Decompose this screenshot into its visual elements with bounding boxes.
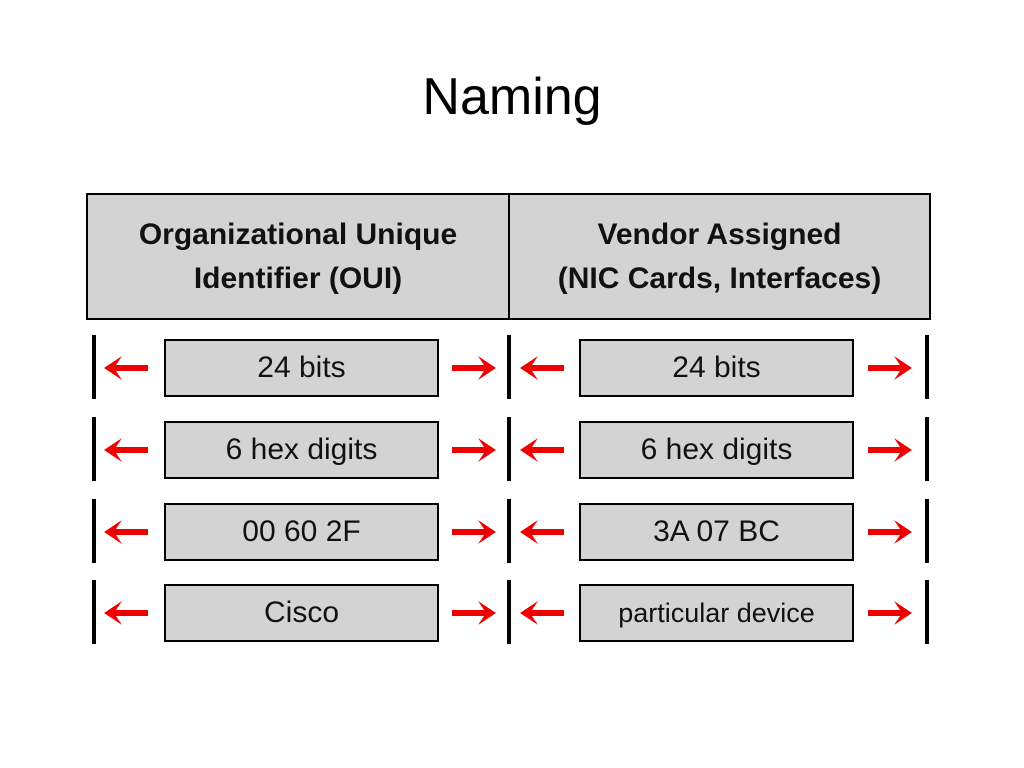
center-divider-bar [507,580,511,644]
right-boundary-bar [925,499,929,563]
mac-row: Cisco particular device [0,580,1024,644]
arrow-left-icon [516,353,566,383]
arrow-right-icon [866,517,916,547]
center-divider-bar [507,499,511,563]
mac-row: 6 hex digits 6 hex digits [0,417,1024,481]
arrow-right-icon [866,598,916,628]
oui-header-line2: Identifier (OUI) [193,261,403,295]
arrow-left-icon [100,598,150,628]
arrow-right-icon [866,435,916,465]
oui-cell: 00 60 2F [164,503,439,561]
arrow-right-icon [866,353,916,383]
arrow-left-icon [100,353,150,383]
oui-header: Organizational Unique Identifier (OUI) [86,193,510,320]
vendor-cell: 3A 07 BC [579,503,854,561]
vendor-cell: particular device [579,584,854,642]
slide-title: Naming [422,68,602,126]
oui-cell: Cisco [164,584,439,642]
vendor-cell: 6 hex digits [579,421,854,479]
oui-cell: 6 hex digits [164,421,439,479]
arrow-left-icon [516,435,566,465]
left-boundary-bar [92,417,96,481]
center-divider-bar [507,417,511,481]
oui-header-line1: Organizational Unique [138,217,458,251]
left-boundary-bar [92,580,96,644]
arrow-left-icon [100,517,150,547]
arrow-right-icon [450,598,500,628]
vendor-header-line2: (NIC Cards, Interfaces) [557,261,882,295]
arrow-left-icon [516,517,566,547]
oui-cell: 24 bits [164,339,439,397]
center-divider-bar [507,335,511,399]
right-boundary-bar [925,417,929,481]
arrow-right-icon [450,353,500,383]
arrow-left-icon [516,598,566,628]
arrow-right-icon [450,435,500,465]
vendor-cell: 24 bits [579,339,854,397]
left-boundary-bar [92,335,96,399]
arrow-right-icon [450,517,500,547]
right-boundary-bar [925,580,929,644]
vendor-header-line1: Vendor Assigned [597,217,842,251]
right-boundary-bar [925,335,929,399]
vendor-header: Vendor Assigned (NIC Cards, Interfaces) [508,193,931,320]
left-boundary-bar [92,499,96,563]
mac-row: 24 bits 24 bits [0,335,1024,399]
mac-row: 00 60 2F 3A 07 BC [0,499,1024,563]
arrow-left-icon [100,435,150,465]
